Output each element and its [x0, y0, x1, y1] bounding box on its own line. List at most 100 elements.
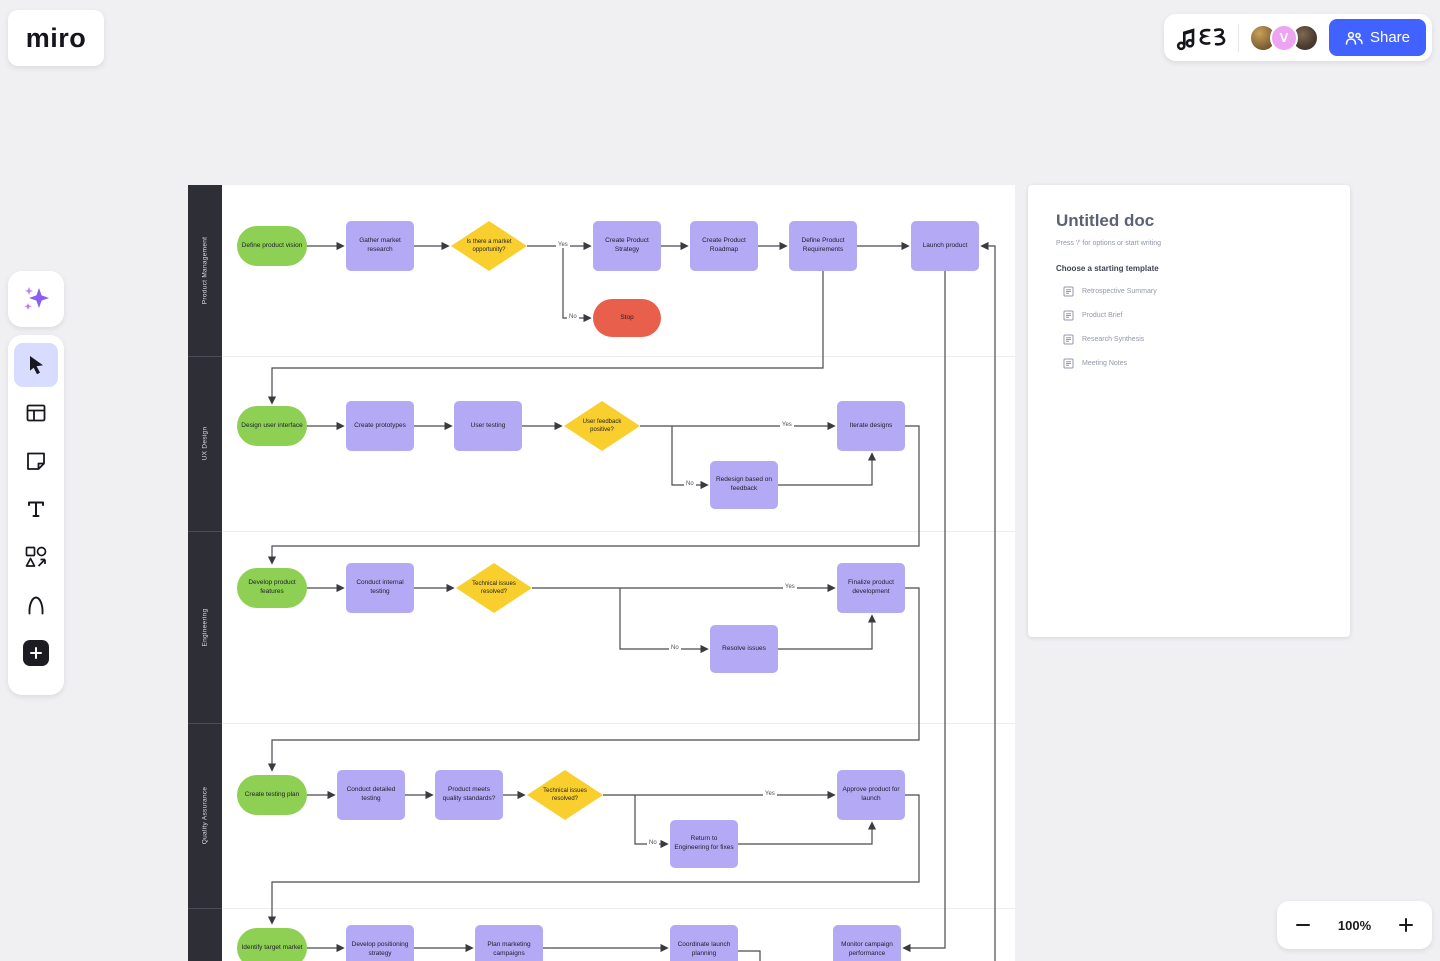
swimlane-label: UX Design [201, 426, 209, 461]
template-item-label: Retrospective Summary [1082, 288, 1157, 295]
flow-node[interactable]: Create testing plan [237, 775, 307, 815]
pen-tool[interactable] [14, 583, 58, 627]
flow-node[interactable]: Identify target market [237, 928, 307, 961]
templates-tool[interactable] [14, 391, 58, 435]
swimlane-header[interactable]: UX Design [188, 356, 222, 531]
doc-title[interactable]: Untitled doc [1056, 211, 1155, 230]
flow-node[interactable]: Gather market research [346, 221, 414, 271]
doc-hint: Press '/' for options or start writing [1056, 240, 1161, 247]
flow-node[interactable]: Finalize product development [837, 563, 905, 613]
text-tool[interactable] [14, 487, 58, 531]
ai-sparkles-icon [24, 287, 49, 310]
template-item-retrospective-summary[interactable]: Retrospective Summary [1056, 286, 1322, 297]
swimlane-label: Quality Assurance [201, 786, 209, 845]
flow-node[interactable]: Define Product Requirements [789, 221, 857, 271]
share-people-icon [1345, 31, 1363, 45]
plus-icon [1399, 918, 1413, 932]
edge-label-yes: Yes [783, 584, 797, 590]
flow-node[interactable]: Conduct internal testing [346, 563, 414, 613]
shapes-icon [25, 546, 47, 567]
shapes-tool[interactable] [14, 535, 58, 579]
text-icon [28, 501, 44, 517]
document-icon [1063, 358, 1074, 369]
swimlane-header[interactable]: Engineering [188, 531, 222, 723]
cursor-icon [30, 356, 43, 375]
swimlane-label: Engineering [201, 608, 209, 646]
zoom-control: 100% [1277, 901, 1432, 949]
sticky-note-tool[interactable] [14, 439, 58, 483]
swimlane-header[interactable] [188, 908, 222, 961]
swimlane-header[interactable]: Quality Assurance [188, 723, 222, 908]
template-item-label: Research Synthesis [1082, 336, 1145, 343]
flow-node[interactable]: Create Product Roadmap [690, 221, 758, 271]
add-tools[interactable] [14, 631, 58, 675]
swimlane-header-column: Product Management UX Design Engineering… [188, 185, 222, 961]
flow-node[interactable]: Iterate designs [837, 401, 905, 451]
board-canvas[interactable]: Yes No Yes No Yes No Yes No Define produ… [188, 185, 1015, 961]
flow-node[interactable]: Return to Engineering for fixes [670, 820, 738, 868]
ai-assistant-button[interactable] [8, 271, 64, 327]
zoom-out-button[interactable] [1295, 917, 1311, 933]
edge-label-no: No [684, 481, 696, 487]
lane-divider [222, 723, 1015, 724]
lane-divider [222, 908, 1015, 909]
doc-templates-heading: Choose a starting template [1056, 264, 1159, 273]
flow-node[interactable]: Define product vision [237, 226, 307, 266]
flow-node[interactable]: Develop positioning strategy [346, 925, 414, 961]
lane-divider [222, 531, 1015, 532]
edge-label-no: No [647, 840, 659, 846]
swimlane-header[interactable]: Product Management [188, 185, 222, 356]
document-icon [1063, 286, 1074, 297]
template-item-product-brief[interactable]: Product Brief [1056, 310, 1322, 321]
template-item-meeting-notes[interactable]: Meeting Notes [1056, 358, 1322, 369]
flow-node[interactable]: Plan marketing campaigns [475, 925, 543, 961]
sticky-note-icon [27, 452, 45, 470]
flow-node[interactable]: User testing [454, 401, 522, 451]
flow-node[interactable]: Develop product features [237, 568, 307, 608]
templates-icon [26, 404, 46, 422]
miro-logo-text: miro [25, 22, 87, 53]
document-icon [1063, 334, 1074, 345]
swimlane-header-divider [188, 908, 222, 909]
pen-icon [28, 596, 44, 615]
template-item-label: Meeting Notes [1082, 360, 1128, 367]
flow-node[interactable]: Conduct detailed testing [337, 770, 405, 820]
miro-logo[interactable]: miro [8, 10, 104, 66]
flow-node[interactable]: Create Product Strategy [593, 221, 661, 271]
edge-label-yes: Yes [556, 242, 570, 248]
flow-node[interactable]: Coordinate launch planning [670, 925, 738, 961]
edge-label-no: No [669, 645, 681, 651]
swimlane-header-divider [188, 356, 222, 357]
share-button-label: Share [1369, 29, 1410, 46]
flow-node[interactable]: Design user interface [237, 406, 307, 446]
select-tool[interactable] [14, 343, 58, 387]
doodle-drawing [1176, 27, 1226, 50]
flow-node[interactable]: Launch product [911, 221, 979, 271]
flow-node[interactable]: Product meets quality standards? [435, 770, 503, 820]
edge-label-no: No [567, 314, 579, 320]
edge-label-yes: Yes [763, 791, 777, 797]
tools-toolbar [8, 335, 64, 695]
doc-panel: Untitled doc Press '/' for options or st… [1028, 185, 1350, 637]
flow-node[interactable]: Stop [593, 299, 661, 337]
flow-node[interactable]: Redesign based on feedback [710, 461, 778, 509]
zoom-in-button[interactable] [1398, 917, 1414, 933]
share-button[interactable]: Share [1328, 19, 1426, 56]
flow-node[interactable]: Resolve issues [710, 625, 778, 673]
flow-node[interactable]: Approve product for launch [837, 770, 905, 820]
collaborator-avatars: V [1248, 23, 1319, 52]
avatar[interactable]: V [1269, 23, 1298, 52]
minus-icon [1296, 924, 1310, 926]
template-item-research-synthesis[interactable]: Research Synthesis [1056, 334, 1322, 345]
edge-label-yes: Yes [780, 422, 794, 428]
plus-icon [23, 640, 49, 666]
flow-node[interactable]: Create prototypes [346, 401, 414, 451]
collaboration-bar: V Share [1164, 14, 1432, 61]
zoom-level[interactable]: 100% [1337, 917, 1372, 933]
flow-node[interactable]: Monitor campaign performance [833, 925, 901, 961]
swimlane-label: Product Management [201, 236, 209, 305]
swimlane-header-divider [188, 723, 222, 724]
lane-divider [222, 356, 1015, 357]
document-icon [1063, 310, 1074, 321]
swimlane-header-divider [188, 531, 222, 532]
